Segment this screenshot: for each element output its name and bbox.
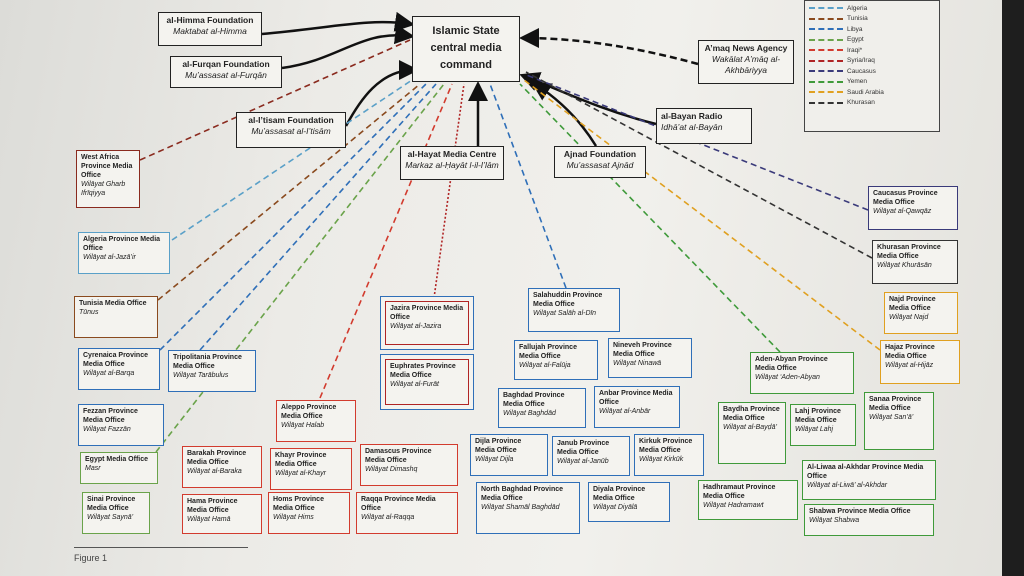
fezzan-province-box: Fezzan Province Media Office Wilāyat Faz… xyxy=(78,404,164,446)
connector-salahuddin xyxy=(489,83,567,289)
raqqa-province-box: Raqqa Province Media Office Wilāyat al-R… xyxy=(356,492,458,534)
legend-item: Caucasus xyxy=(809,66,935,77)
solid-arrows xyxy=(261,11,657,147)
legend-label: Tunisia xyxy=(847,15,868,23)
himma-foundation-box: al-Himma Foundation Maktabat al-Himma xyxy=(158,12,262,46)
hama-province-box: Hama Province Media Office Wilāyat Hamā xyxy=(182,494,262,534)
bayan-radio-box: al-Bayan Radio Idhā’at al-Bayān xyxy=(656,108,752,144)
legend-swatch xyxy=(809,49,843,52)
khayr-province-box: Khayr Province Media Office Wilāyat al-K… xyxy=(270,448,352,490)
liwaa-province-box: Al-Liwaa al-Akhdar Province Media Office… xyxy=(802,460,936,500)
screen-edge xyxy=(1002,0,1024,576)
anbar-province-box: Anbar Province Media Office Wilāyat al-A… xyxy=(594,386,680,428)
egypt-province-box: Egypt Media Office Masr xyxy=(80,452,158,484)
tripolitania-province-box: Tripolitania Province Media Office Wilāy… xyxy=(168,350,256,392)
connector-tunisia xyxy=(157,83,421,301)
jazira-inner: Jazira Province Media Office Wilāyat al-… xyxy=(385,301,469,345)
connector-khurasan xyxy=(525,71,873,259)
diyala-province-box: Diyala Province Media Office Wilāyat Diy… xyxy=(588,482,670,522)
legend-label: Khurasan xyxy=(847,99,875,107)
connector-egypt xyxy=(155,83,445,453)
connector-cyrenaica xyxy=(159,83,427,351)
caucasus-province-box: Caucasus Province Media Office Wilāyat a… xyxy=(868,186,958,230)
lahj-province-box: Lahj Province Media Office Wilāyat Lahj xyxy=(790,404,856,446)
kirkuk-province-box: Kirkuk Province Media Office Wilāyat Kir… xyxy=(634,434,704,476)
legend-label: Yemen xyxy=(847,78,867,86)
amaq-news-agency-box: A’maq News Agency Wakālat A’māq al-Akhbā… xyxy=(698,40,794,84)
legend-swatch xyxy=(809,91,843,94)
dijla-province-box: Dijla Province Media Office Wilāyat Dijl… xyxy=(470,434,548,476)
aleppo-province-box: Aleppo Province Media Office Wilāyat Hal… xyxy=(276,400,356,442)
algeria-province-box: Algeria Province Media Office Wilāyat al… xyxy=(78,232,170,274)
legend-item: Saudi Arabia xyxy=(809,87,935,98)
sinai-province-box: Sinai Province Media Office Wilāyat Sayn… xyxy=(82,492,150,534)
legend-item: Tunisia xyxy=(809,14,935,25)
tunisia-province-box: Tunisia Media Office Tūnus xyxy=(74,296,158,338)
westafrica-province-box: West Africa Province Media Office Wilāya… xyxy=(76,150,140,208)
khurasan-province-box: Khurasan Province Media Office Wilāyat K… xyxy=(872,240,958,284)
adenabyan-province-box: Aden-Abyan Province Media Office Wilāyat… xyxy=(750,352,854,394)
legend-label: Egypt xyxy=(847,36,864,44)
amaq-arrow xyxy=(519,28,699,66)
sanaa-province-box: Sanaa Province Media Office Wilāyat San’… xyxy=(864,392,934,450)
damascus-province-box: Damascus Province Media Office Wilāyat D… xyxy=(360,444,458,486)
hijaz-province-box: Hajaz Province Media Office Wilāyat al-H… xyxy=(880,340,960,384)
cyrenaica-province-box: Cyrenaica Province Media Office Wilāyat … xyxy=(78,348,160,390)
shabwa-province-box: Shabwa Province Media Office Wilāyat Sha… xyxy=(804,504,934,536)
legend-label: Iraqi* xyxy=(847,46,863,54)
ajnad-foundation-box: Ajnad Foundation Mu’assasat Ajnād xyxy=(554,146,646,178)
northbaghdad-province-box: North Baghdad Province Media Office Wilā… xyxy=(476,482,580,534)
najd-province-box: Najd Province Media Office Wilāyat Najd xyxy=(884,292,958,334)
barakah-province-box: Barakah Province Media Office Wilāyat al… xyxy=(182,446,262,488)
legend-swatch xyxy=(809,101,843,104)
legend-item: Libya xyxy=(809,24,935,35)
legend-swatch xyxy=(809,59,843,62)
caption-rule xyxy=(74,547,248,548)
legend-item: Syria/Iraq xyxy=(809,56,935,67)
legend-label: Caucasus xyxy=(847,67,876,75)
hayat-media-centre-box: al-Hayat Media Centre Markaz al-Ḥayāt l-… xyxy=(400,146,504,180)
connector-jazira xyxy=(433,83,465,299)
legend-swatch xyxy=(809,28,843,31)
connector-aleppo xyxy=(319,83,453,399)
legend-item: Egypt xyxy=(809,35,935,46)
hadhramaut-province-box: Hadhramaut Province Media Office Wilāyat… xyxy=(698,480,798,520)
legend-label: Algeria xyxy=(847,4,868,12)
euphrates-province-box: Euphrates Province Media Office Wilāyat … xyxy=(380,354,474,410)
legend-item: Iraqi* xyxy=(809,45,935,56)
legend-item: Khurasan xyxy=(809,98,935,109)
connector-hijaz xyxy=(523,79,881,351)
furqan-foundation-box: al-Furqan Foundation Mu’assasat al-Furqā… xyxy=(170,56,282,88)
legend-swatch xyxy=(809,17,843,20)
itisam-foundation-box: al-I’tisam Foundation Mu’assasat al-I’ti… xyxy=(236,112,346,148)
legend-label: Libya xyxy=(847,25,863,33)
euphrates-inner: Euphrates Province Media Office Wilāyat … xyxy=(385,359,469,405)
legend-label: Saudi Arabia xyxy=(847,88,884,96)
legend-swatch xyxy=(809,80,843,83)
legend-item: Yemen xyxy=(809,77,935,88)
jazira-province-box: Jazira Province Media Office Wilāyat al-… xyxy=(380,296,474,350)
nineveh-province-box: Nineveh Province Media Office Wilāyat Ni… xyxy=(608,338,692,378)
homs-province-box: Homs Province Media Office Wilāyat Hims xyxy=(268,492,350,534)
connector-algeria xyxy=(171,79,413,241)
legend-item: Algeria xyxy=(809,3,935,14)
figure-caption: Figure 1 xyxy=(74,553,108,563)
salahuddin-province-box: Salahuddin Province Media Office Wilāyat… xyxy=(528,288,620,332)
legend-swatch xyxy=(809,7,843,10)
connector-adenabyan xyxy=(519,83,781,353)
central-media-command: Islamic State central media command xyxy=(412,16,520,82)
legend-swatch xyxy=(809,70,843,73)
legend-label: Syria/Iraq xyxy=(847,57,875,65)
janub-province-box: Janub Province Media Office Wilāyat al-J… xyxy=(552,436,630,476)
baghdad-province-box: Baghdad Province Media Office Wilāyat Ba… xyxy=(498,388,586,428)
fallujah-province-box: Fallujah Province Media Office Wilāyat a… xyxy=(514,340,598,380)
baydha-province-box: Baydha Province Media Office Wilāyat al-… xyxy=(718,402,786,464)
legend-swatch xyxy=(809,38,843,41)
